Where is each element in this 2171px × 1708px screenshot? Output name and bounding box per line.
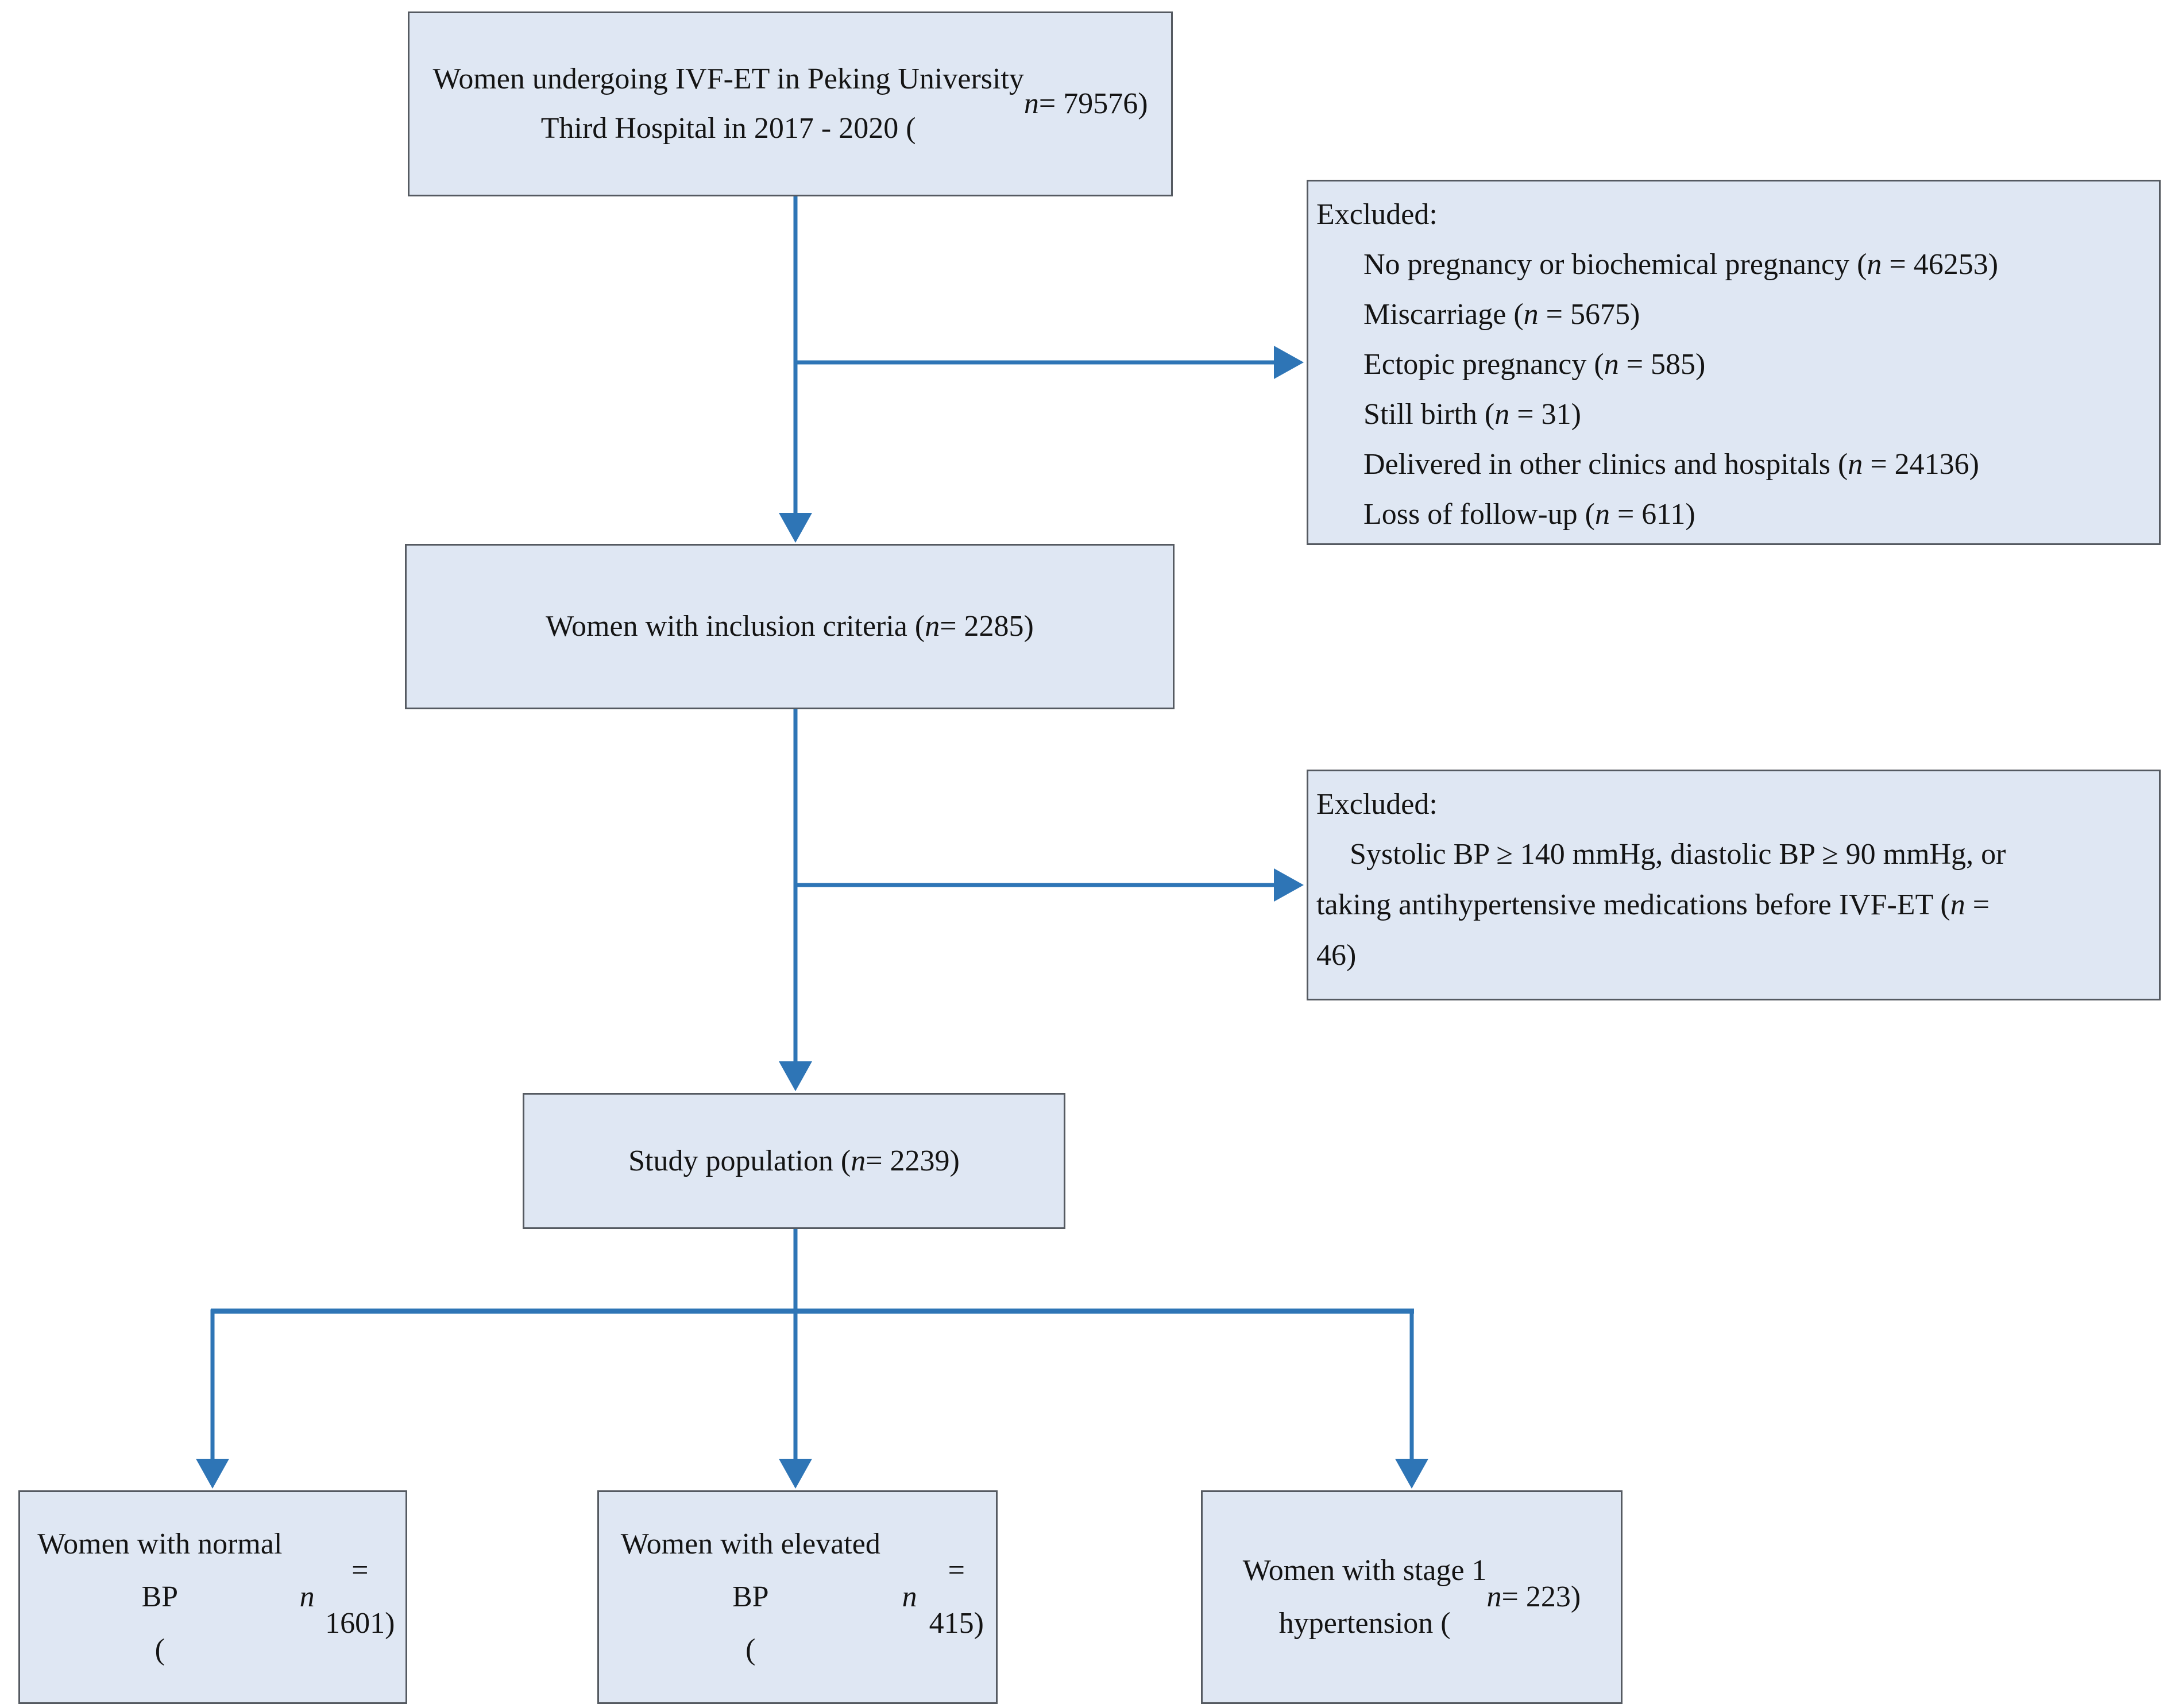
excluded-item-ectopic: Ectopic pregnancy (n = 585) <box>1363 348 1706 381</box>
box-stage1-hypertension: Women with stage 1 hypertension (n = 223… <box>1201 1490 1623 1704</box>
box-source-population: Women undergoing IVF-ET in Peking Univer… <box>408 11 1173 196</box>
box-elevated-bp: Women with elevated BP (n = 415) <box>597 1490 998 1704</box>
excluded-item-lost-followup: Loss of follow-up (n = 611) <box>1363 498 1695 531</box>
box-excluded-second: Excluded: Systolic BP ≥ 140 mmHg, diasto… <box>1307 770 2161 1000</box>
excluded-item-miscarriage: Miscarriage (n = 5675) <box>1363 298 1640 331</box>
excluded-heading: Excluded: <box>1316 788 1438 821</box>
arrowhead-study <box>779 1061 812 1091</box>
box-inclusion-criteria: Women with inclusion criteria (n = 2285) <box>405 544 1175 709</box>
arrowhead-excluded1 <box>1274 346 1304 379</box>
excluded-item-stillbirth: Still birth (n = 31) <box>1363 398 1581 431</box>
excluded-heading: Excluded: <box>1316 198 1438 231</box>
arrowhead-elevated <box>779 1459 812 1489</box>
excluded-bp-criteria: Systolic BP ≥ 140 mmHg, diastolic BP ≥ 9… <box>1316 838 2006 972</box>
arrowhead-stage1 <box>1395 1459 1428 1489</box>
excluded-item-no-pregnancy: No pregnancy or biochemical pregnancy (n… <box>1363 248 1999 281</box>
arrowhead-excluded2 <box>1274 868 1304 902</box>
excluded-item-other-clinics: Delivered in other clinics and hospitals… <box>1363 448 1979 481</box>
box-normal-bp: Women with normal BP (n = 1601) <box>18 1490 407 1704</box>
box-excluded-first: Excluded: No pregnancy or biochemical pr… <box>1307 180 2161 545</box>
arrowhead-inclusion <box>779 513 812 543</box>
box-study-population: Study population (n = 2239) <box>523 1093 1065 1229</box>
arrowhead-normal <box>196 1459 229 1489</box>
